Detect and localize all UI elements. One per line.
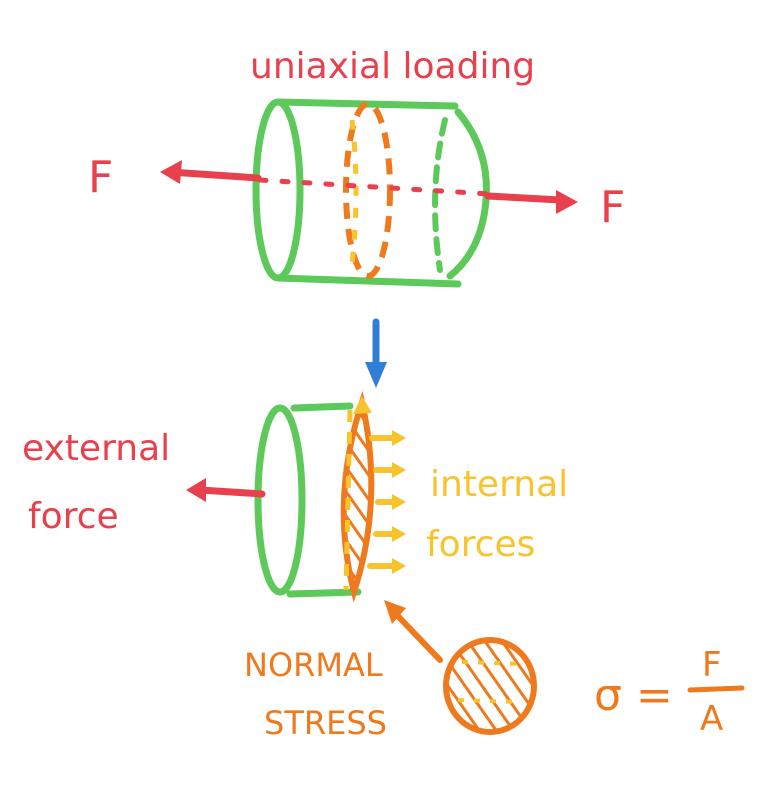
force-label-right: F	[600, 182, 625, 233]
formula-numerator: F	[702, 645, 722, 685]
formula-sigma: σ	[594, 670, 622, 721]
internal-force-arrows	[367, 430, 406, 574]
normal-stress-pointer	[384, 600, 443, 663]
external-force-arrow	[186, 478, 266, 502]
top-cylinder-bottom-edge	[274, 274, 462, 288]
cut-cylinder	[254, 390, 375, 603]
force-label-left: F	[88, 152, 113, 203]
external-force-label-line1: external	[22, 428, 170, 469]
force-arrow-left	[160, 160, 262, 184]
cut-cylinder-bottom-edge	[286, 588, 362, 598]
transition-arrow	[365, 318, 387, 388]
section-cut-highlight	[349, 119, 359, 266]
formula-fraction-bar	[687, 685, 745, 693]
internal-forces-label-line1: internal	[430, 464, 568, 505]
top-cylinder-right-end	[446, 108, 490, 280]
normal-stress-label-line1: NORMAL	[244, 646, 383, 684]
force-arrow-right	[484, 190, 578, 214]
top-cylinder	[252, 98, 493, 288]
formula-denominator: A	[700, 699, 723, 739]
centroid-axis	[257, 177, 493, 197]
cut-cylinder-left-end	[254, 404, 306, 596]
exposed-section-highlight	[343, 409, 353, 591]
section-cut-plane	[343, 101, 393, 279]
top-cylinder-right-hidden-edge	[432, 117, 448, 273]
stress-formula: σ = F A	[594, 645, 745, 739]
formula-equals: =	[636, 670, 673, 721]
top-cylinder-left-end	[252, 98, 304, 282]
internal-forces-label-line2: forces	[426, 524, 535, 565]
exposed-section-face	[340, 390, 375, 603]
cut-cylinder-top-edge	[290, 402, 354, 412]
normal-stress-label-line2: STRESS	[264, 704, 387, 742]
diagram-title: uniaxial loading	[250, 46, 535, 87]
external-force-label-line2: force	[28, 496, 119, 537]
cross-section-area	[443, 637, 537, 735]
